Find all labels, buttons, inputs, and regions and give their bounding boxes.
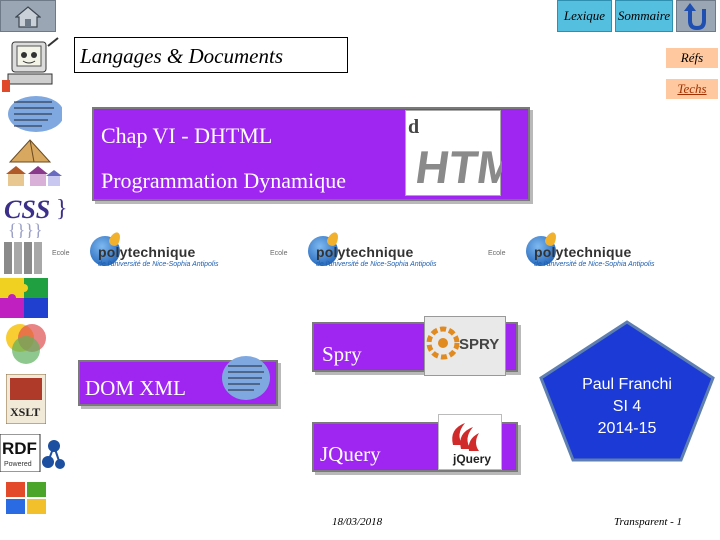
svg-text:HTML: HTML xyxy=(412,141,502,193)
xslt-book-icon: XSLT xyxy=(5,373,47,425)
logo-ecole-text: Ecole xyxy=(488,250,506,257)
footer-date: 18/03/2018 xyxy=(332,516,383,528)
svg-text:d: d xyxy=(408,116,419,138)
back-button[interactable] xyxy=(676,0,716,32)
jquery-logo-icon: jQuery xyxy=(452,423,491,466)
svg-text:CSS: CSS xyxy=(4,195,50,224)
logo-subtitle: de l'université de Nice-Sophia Antipolis xyxy=(316,261,437,268)
author-name: Paul Franchi xyxy=(582,376,672,393)
spry-logo-icon: SPRY xyxy=(426,326,499,360)
chapter-subtitle: Programmation Dynamique xyxy=(101,168,347,193)
windows-logo-icon xyxy=(6,482,46,514)
sidebar-item-html[interactable] xyxy=(2,240,48,276)
sidebar-item-puzzle[interactable] xyxy=(0,278,48,318)
svg-text:SPRY: SPRY xyxy=(459,336,499,353)
logo-ecole-text: Ecole xyxy=(52,250,70,257)
spry-image: SPRY xyxy=(424,316,506,376)
svg-text:jQuery: jQuery xyxy=(452,452,491,466)
techs-link[interactable]: Techs xyxy=(666,79,718,99)
computer-icon xyxy=(2,37,59,92)
pentagon-shape xyxy=(539,320,715,462)
sidebar: CSS } {}}} XSLT xyxy=(0,0,68,540)
page-title: Langages & Documents xyxy=(74,37,348,73)
sidebar-item-windows[interactable] xyxy=(4,478,48,518)
svg-text:}: } xyxy=(56,196,66,222)
chapter-title: Chap VI - DHTML xyxy=(101,123,273,148)
sidebar-item-document[interactable] xyxy=(2,94,64,134)
footer-page: Transparent - 1 xyxy=(614,516,683,528)
spry-label: Spry xyxy=(322,342,362,366)
home-button[interactable] xyxy=(0,0,56,32)
css-icon: CSS } {}}} xyxy=(4,195,68,240)
logo-name: polytechnique xyxy=(98,244,196,260)
polytechnique-logo-2: Ecole polytechnique de l'université de N… xyxy=(270,230,470,276)
dhtml-logo-icon: d HTML xyxy=(408,116,547,193)
document-cloud-icon xyxy=(8,96,64,132)
author-year: 2014-15 xyxy=(597,420,657,437)
logo-name: polytechnique xyxy=(316,244,414,260)
dhtml-image: d HTML xyxy=(405,110,547,196)
polytechnique-logo-1: Ecole polytechnique de l'université de N… xyxy=(52,230,252,276)
logo-name: polytechnique xyxy=(534,244,632,260)
document-cloud-icon xyxy=(222,356,270,400)
sidebar-item-pyramid[interactable] xyxy=(8,138,52,164)
svg-text:Powered: Powered xyxy=(4,461,32,468)
rdf-icon: RDF Powered xyxy=(0,433,65,473)
refs-link[interactable]: Réfs xyxy=(666,48,718,68)
sidebar-item-computer[interactable] xyxy=(2,36,62,94)
puzzle-icon xyxy=(0,278,48,318)
sidebar-item-venn[interactable] xyxy=(2,322,50,368)
venn-diagram-icon xyxy=(6,324,46,364)
return-arrow-icon xyxy=(684,3,706,31)
logo-ecole-text: Ecole xyxy=(270,250,288,257)
svg-text:RDF: RDF xyxy=(2,439,37,458)
sidebar-item-xslt[interactable]: XSLT xyxy=(5,373,47,425)
logo-subtitle: de l'université de Nice-Sophia Antipolis xyxy=(534,261,655,268)
polytechnique-logo-3: Ecole polytechnique de l'université de N… xyxy=(488,230,688,276)
author-course: SI 4 xyxy=(612,398,642,415)
logo-subtitle: de l'université de Nice-Sophia Antipolis xyxy=(98,261,219,268)
jquery-label: JQuery xyxy=(320,442,381,466)
sommaire-button[interactable]: Sommaire xyxy=(615,0,673,32)
home-icon xyxy=(15,6,41,28)
svg-text:{}}}: {}}} xyxy=(8,220,43,238)
author-pentagon: Paul Franchi SI 4 2014-15 xyxy=(535,318,719,464)
lexique-button[interactable]: Lexique xyxy=(557,0,612,32)
sidebar-item-css[interactable]: CSS } {}}} xyxy=(2,192,68,240)
html-columns-icon xyxy=(4,242,42,274)
sidebar-item-rdf[interactable]: RDF Powered xyxy=(0,433,66,473)
sidebar-item-houses[interactable] xyxy=(2,164,62,188)
dom-xml-label: DOM XML xyxy=(85,376,186,400)
dom-document-image xyxy=(220,354,270,402)
houses-icon xyxy=(6,166,62,186)
pyramid-icon xyxy=(8,139,52,163)
jquery-image: jQuery xyxy=(438,414,502,470)
svg-text:XSLT: XSLT xyxy=(10,405,40,419)
